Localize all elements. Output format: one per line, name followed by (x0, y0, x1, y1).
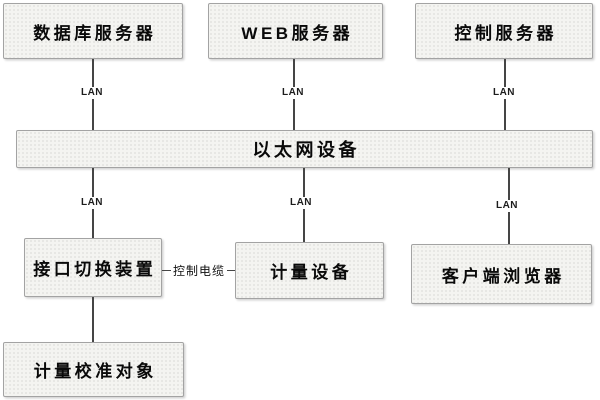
lan-label-client-browser: LAN (492, 200, 522, 212)
node-client-browser: 客户端浏览器 (411, 244, 592, 304)
node-calibration-object-label: 计量校准对象 (33, 362, 157, 381)
link-switch-to-calibration-object (92, 297, 94, 342)
lan-label-interface-switch: LAN (77, 197, 107, 209)
node-interface-switch-label: 接口切换装置 (33, 260, 157, 279)
node-control-server: 控制服务器 (415, 3, 593, 59)
node-ethernet-device-label: 以太网设备 (252, 140, 360, 160)
node-database-server-label: 数据库服务器 (33, 23, 157, 43)
lan-label-database: LAN (77, 87, 107, 99)
node-calibration-object: 计量校准对象 (3, 342, 184, 397)
node-ethernet-device: 以太网设备 (16, 130, 593, 168)
node-web-server: WEB服务器 (208, 3, 383, 59)
lan-label-web: LAN (278, 87, 308, 99)
node-database-server: 数据库服务器 (3, 3, 183, 59)
node-web-server-label: WEB服务器 (241, 23, 354, 43)
node-interface-switch: 接口切换装置 (24, 238, 162, 297)
node-measuring-device: 计量设备 (235, 242, 384, 299)
node-control-server-label: 控制服务器 (454, 23, 557, 43)
node-client-browser-label: 客户端浏览器 (441, 266, 565, 286)
node-measuring-device-label: 计量设备 (270, 263, 353, 282)
lan-label-control: LAN (489, 87, 519, 99)
control-cable-label: 控制电缆 (170, 264, 228, 278)
lan-label-measuring-device: LAN (286, 197, 316, 209)
